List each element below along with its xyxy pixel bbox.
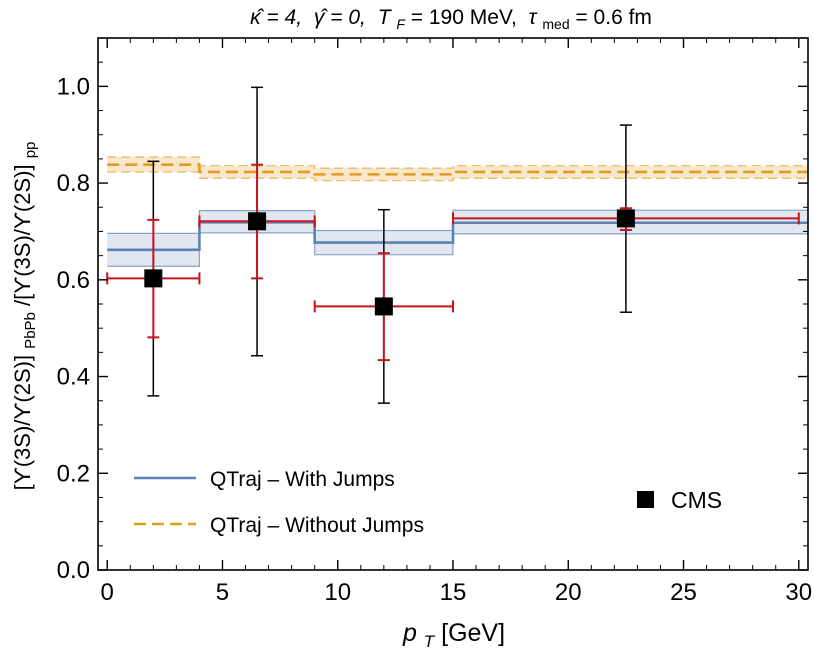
- title-kappa: κ̂ = 4,: [250, 6, 302, 29]
- without-jumps-band-upper-edge: [107, 156, 808, 169]
- title-tf-value: = 190 MeV,: [411, 6, 517, 29]
- title-tf-subscript: F: [396, 16, 406, 32]
- y-axis-label: [ϒ(3S)/ϒ(2S)] PbPb /[ϒ(3S)/ϒ(2S)] pp: [10, 142, 40, 491]
- x-label-subscript: T: [424, 632, 436, 651]
- chart-title: κ̂ = 4, γ̂ = 0, T F = 190 MeV, τ med = 0…: [250, 6, 652, 34]
- without-jumps-band-2: [314, 168, 453, 181]
- y-tick-label-2: 0.4: [57, 364, 90, 391]
- x-axis-label: p T [GeV]: [402, 619, 505, 653]
- without-jumps-band-3: [453, 165, 808, 179]
- y-label-denominator-subscript: pp: [22, 142, 39, 159]
- x-label-unit: [GeV]: [441, 619, 505, 647]
- cms-marker-1: [248, 212, 267, 231]
- x-tick-label-0: 0: [101, 579, 114, 606]
- y-label-denominator: /[ϒ(3S)/ϒ(2S)]: [10, 164, 35, 306]
- with-jumps-band-lower-edge: [107, 232, 808, 267]
- cms-marker-2: [374, 297, 393, 316]
- x-tick-label-3: 15: [440, 579, 467, 606]
- title-tau-subscript: med: [542, 16, 569, 32]
- x-tick-label-1: 5: [216, 579, 229, 606]
- axes-layer: 0 5 10 15 20 25 30 0.0 0.2 0.4 0.6 0.8 1.0: [57, 37, 812, 606]
- y-tick-label-0: 0.0: [57, 557, 90, 584]
- title-gamma: γ̂ = 0,: [314, 6, 366, 29]
- title-tau-value: = 0.6 fm: [575, 6, 651, 29]
- cms-marker-3: [616, 209, 635, 228]
- y-label-numerator-subscript: PbPb: [22, 312, 39, 349]
- y-tick-label-1: 0.2: [57, 460, 90, 487]
- legend-without-jumps-label: QTraj – Without Jumps: [210, 514, 424, 537]
- with-jumps-central-line: [107, 220, 808, 252]
- legend-cms-label: CMS: [671, 487, 722, 513]
- y-tick-label-3: 0.6: [57, 267, 90, 294]
- legend-with-jumps-label: QTraj – With Jumps: [210, 468, 395, 491]
- plot-layer: [106, 86, 808, 404]
- x-tick-label-6: 30: [785, 579, 812, 606]
- without-jumps-band-lower-edge: [107, 171, 808, 182]
- title-tau-symbol: τ: [529, 6, 538, 29]
- series-without-jumps: [107, 156, 808, 182]
- legend-cms-marker: [637, 491, 654, 508]
- cms-marker-0: [144, 269, 163, 288]
- series-cms: [106, 86, 800, 404]
- x-tick-label-4: 20: [555, 579, 582, 606]
- x-label-symbol: p: [402, 619, 417, 647]
- y-tick-label-5: 1.0: [57, 73, 90, 100]
- y-tick-label-4: 0.8: [57, 170, 90, 197]
- x-tick-label-2: 10: [324, 579, 351, 606]
- x-tick-label-5: 25: [670, 579, 697, 606]
- without-jumps-central-line: [107, 163, 808, 176]
- title-tf-symbol: T: [378, 6, 393, 29]
- y-label-numerator: [ϒ(3S)/ϒ(2S)]: [10, 355, 35, 490]
